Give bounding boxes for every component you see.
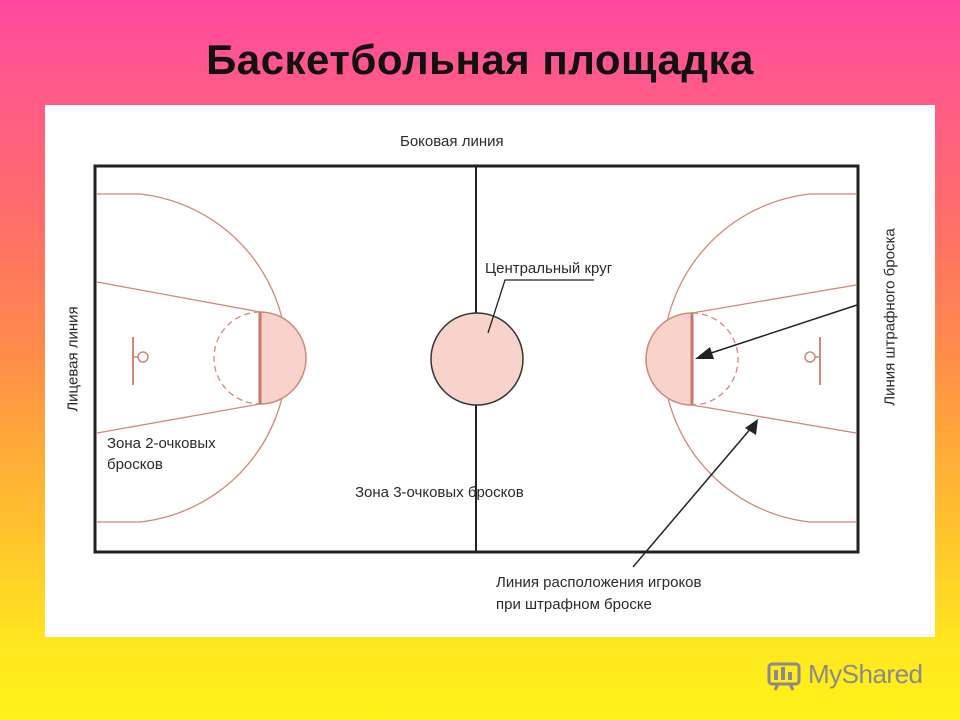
- myshared-logo-text: MyShared: [808, 658, 923, 689]
- free-throw-line-arrowhead: [695, 347, 714, 359]
- center-circle-pointer: [487, 279, 594, 334]
- slide-title: Баскетбольная площадка: [206, 36, 754, 83]
- right-free-throw-dashed-arc: [691, 312, 739, 406]
- left-free-throw-half-circle: [259, 311, 307, 405]
- center-circle: [430, 312, 524, 406]
- center-circle-label: Центральный круг: [485, 260, 613, 277]
- player-positions-label-line1: Линия расположения игроков: [496, 574, 702, 591]
- three-point-zone-label: Зона 3-очковых бросков: [355, 484, 524, 501]
- right-key-lane: [691, 284, 857, 434]
- left-basket: [137, 351, 149, 363]
- player-positions-arrow: [632, 426, 753, 568]
- left-key-lane: [96, 281, 261, 434]
- free-throw-line-label: Линия штрафного броска: [881, 228, 899, 406]
- left-free-throw-dashed-arc: [213, 311, 261, 405]
- sideline-label: Боковая линия: [400, 133, 504, 150]
- right-basket: [804, 351, 816, 363]
- player-positions-label-line2: при штрафном броске: [496, 596, 652, 613]
- myshared-logo[interactable]: MyShared: [766, 656, 923, 692]
- player-positions-arrowhead: [745, 419, 758, 435]
- two-point-zone-label-line1: Зона 2-очковых: [107, 435, 216, 452]
- free-throw-line-arrow: [704, 304, 858, 356]
- diagram-panel: Боковая линия Центральный круг Лицевая л…: [45, 105, 935, 637]
- right-free-throw-half-circle: [645, 312, 693, 406]
- myshared-logo-icon: [767, 662, 801, 691]
- endline-label: Лицевая линия: [64, 306, 82, 412]
- court-diagram: [93, 164, 860, 568]
- two-point-zone-label-line2: бросков: [107, 456, 163, 473]
